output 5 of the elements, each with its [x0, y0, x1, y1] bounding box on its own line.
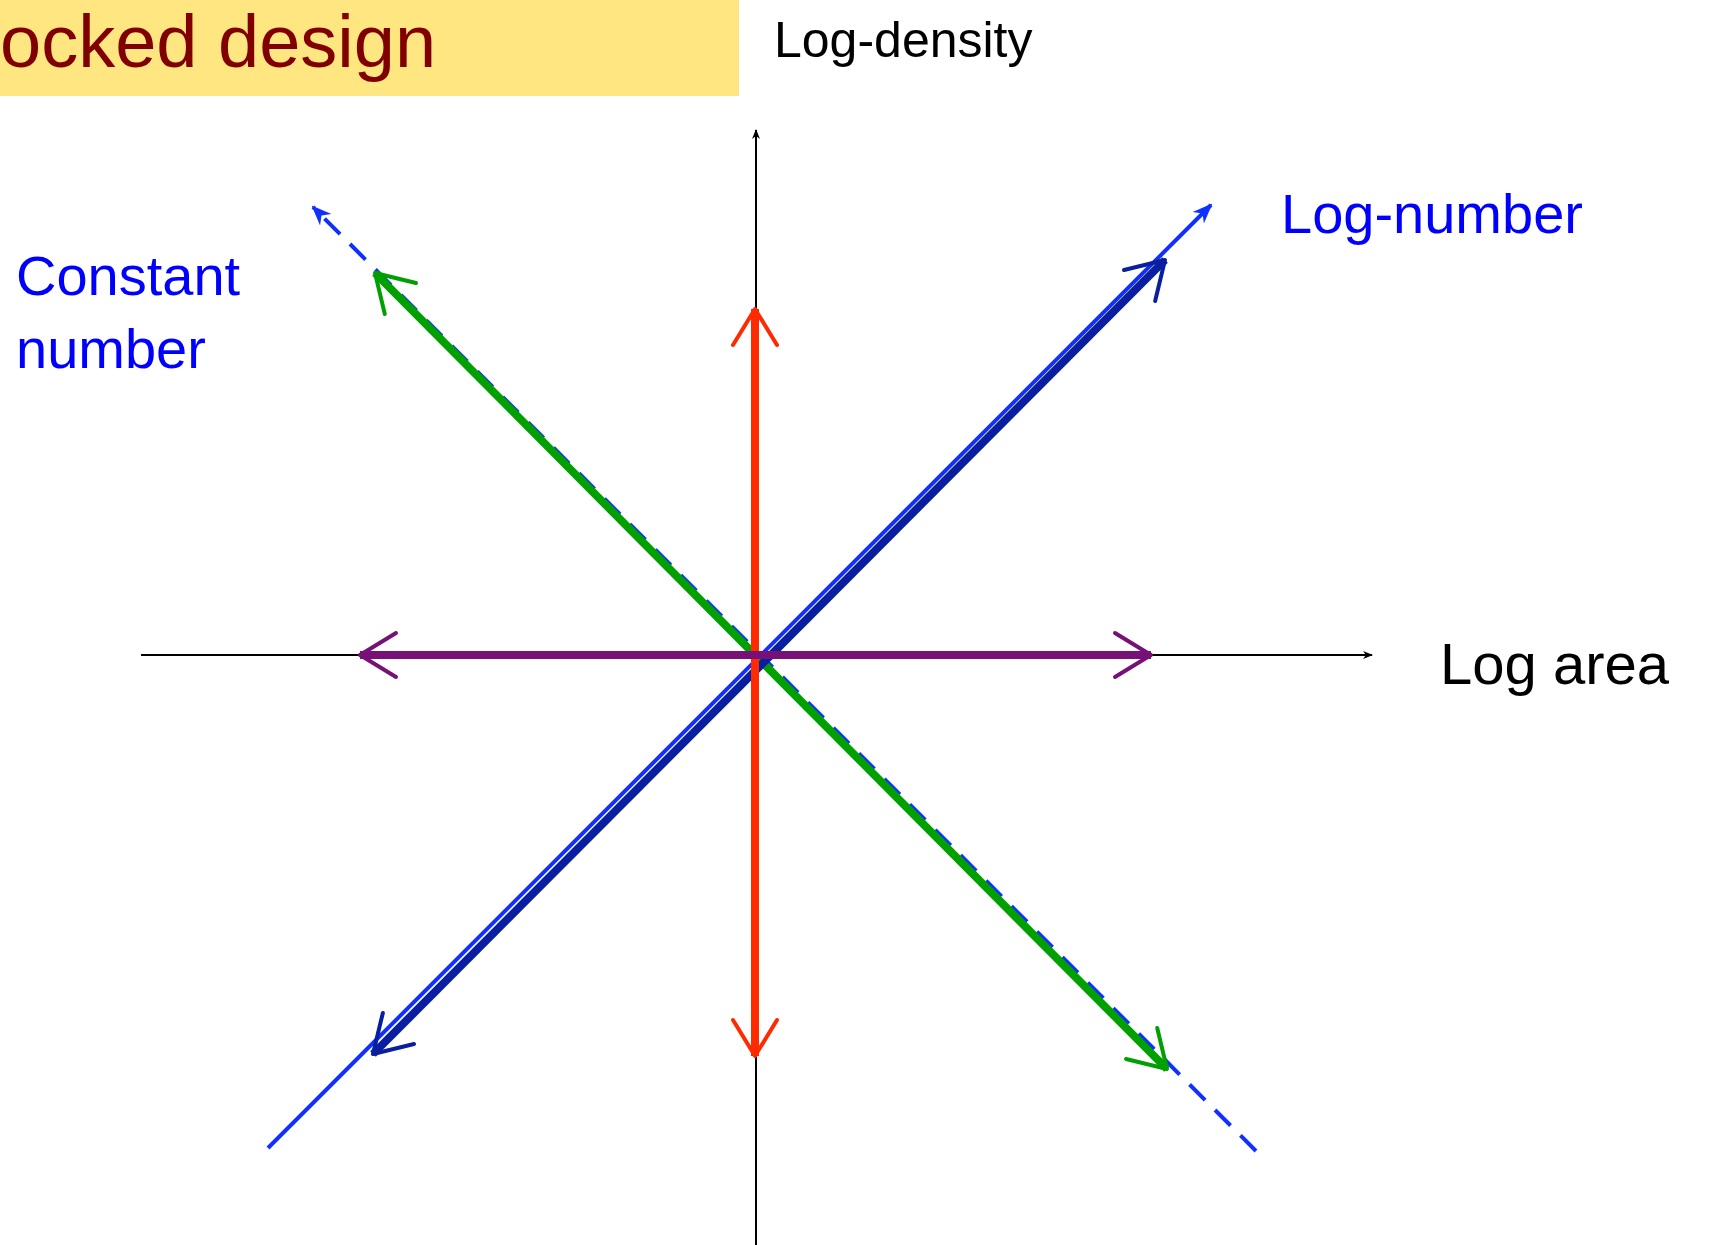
axis-label: Log area: [1440, 630, 1669, 698]
line-label: Constant number: [16, 243, 242, 382]
title: ocked design: [0, 2, 437, 82]
line-label: Log-number: [1281, 181, 1583, 247]
axis-label: Log-density: [774, 11, 1033, 70]
